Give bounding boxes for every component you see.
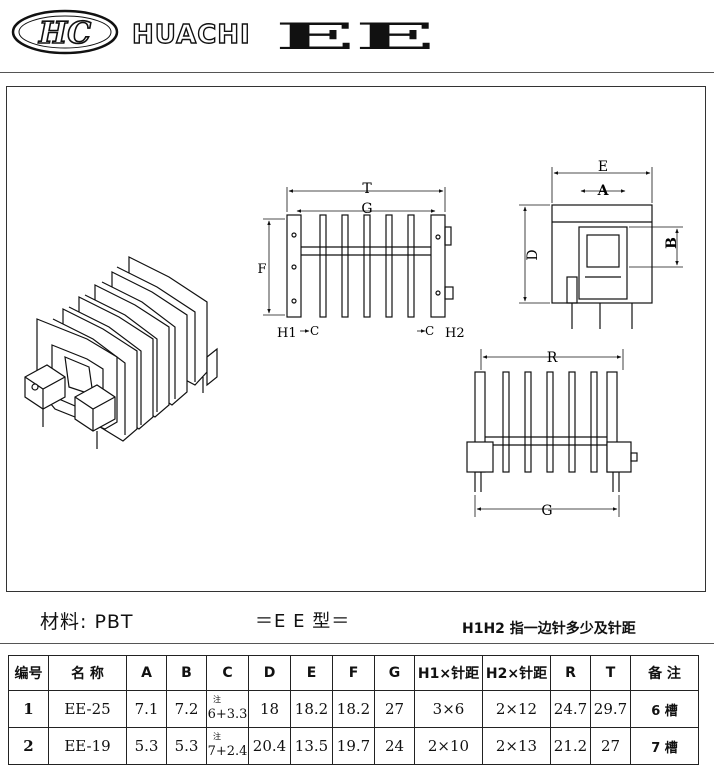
header-rule	[0, 72, 714, 73]
table-header-row: 编号 名 称 A B C D E F G H1×针距 H2×针距 R T 备 注	[8, 655, 699, 691]
cell-name: EE-19	[48, 727, 127, 765]
table-row: 1 EE-25 7.1 7.2 注 6+3.3 18 18.2 18.2 27 3…	[8, 690, 699, 728]
table-row: 2 EE-19 5.3 5.3 注 7+2.4 20.4 13.5 19.7 24…	[8, 727, 699, 765]
dim-d-label: D	[525, 249, 541, 260]
cell-e: 13.5	[290, 727, 333, 765]
dim-h1-label: H1	[277, 326, 297, 341]
dim-t-label: T	[362, 181, 372, 197]
cell-c: 注 7+2.4	[206, 727, 249, 765]
front-view	[519, 167, 683, 329]
table-header: C	[206, 655, 249, 691]
table-header: 编号	[8, 655, 49, 691]
bottom-view-ribs	[502, 371, 598, 473]
table-header: R	[550, 655, 591, 691]
dim-f-label: F	[257, 262, 266, 277]
info-rule	[0, 643, 714, 644]
cell-h2: 2×13	[482, 727, 551, 765]
cell-b: 5.3	[166, 727, 207, 765]
cell-t: 27	[590, 727, 631, 765]
brand-name-text: HUACHI	[132, 20, 251, 50]
cell-e: 18.2	[290, 690, 333, 728]
table-header: E	[290, 655, 333, 691]
cell-c-note: 注	[213, 695, 221, 704]
spec-table: 编号 名 称 A B C D E F G H1×针距 H2×针距 R T 备 注…	[8, 655, 699, 765]
material-label: 材料: PBT	[40, 611, 134, 633]
cell-c-value: 6+3.3	[207, 707, 248, 722]
cell-a: 7.1	[126, 690, 167, 728]
cell-h2: 2×12	[482, 690, 551, 728]
cell-d: 20.4	[248, 727, 291, 765]
table-header: 备 注	[630, 655, 699, 691]
table-header: D	[248, 655, 291, 691]
cell-a: 5.3	[126, 727, 167, 765]
cell-h1: 3×6	[414, 690, 483, 728]
table-header: H2×针距	[482, 655, 551, 691]
cell-remark: 7 槽	[630, 727, 699, 765]
cell-f: 19.7	[332, 727, 375, 765]
dim-r-label: R	[547, 350, 558, 366]
hc-logo: HC	[11, 9, 119, 55]
cell-g: 24	[374, 727, 415, 765]
dim-g-label: G	[361, 201, 372, 217]
dim-g-bottom-label: G	[541, 503, 552, 519]
dim-a-label: A	[597, 183, 610, 199]
cell-no: 1	[8, 690, 49, 728]
drawing-frame: T G F H1 C C H2 E A D B	[6, 86, 706, 592]
cell-no: 2	[8, 727, 49, 765]
cell-t: 29.7	[590, 690, 631, 728]
dim-b-label: B	[664, 237, 680, 249]
table-header: T	[590, 655, 631, 691]
cell-g: 27	[374, 690, 415, 728]
cell-name: EE-25	[48, 690, 127, 728]
cell-remark: 6 槽	[630, 690, 699, 728]
bottom-view	[466, 349, 638, 517]
iso-back-pins	[202, 347, 218, 393]
table-header: H1×针距	[414, 655, 483, 691]
table-header: B	[166, 655, 207, 691]
dim-c-right-label: C	[425, 324, 434, 338]
dim-h2-label: H2	[445, 326, 465, 341]
logo-text: HC	[38, 16, 91, 51]
cell-f: 18.2	[332, 690, 375, 728]
table-header: A	[126, 655, 167, 691]
table-header: G	[374, 655, 415, 691]
series-title: EE	[275, 22, 435, 52]
cell-h1: 2×10	[414, 727, 483, 765]
table-header: F	[332, 655, 375, 691]
dim-e-label: E	[598, 159, 608, 175]
side-view	[263, 187, 454, 333]
dim-c-left-label: C	[310, 324, 319, 338]
cell-r: 24.7	[550, 690, 591, 728]
cell-b: 7.2	[166, 690, 207, 728]
cell-c: 注 6+3.3	[206, 690, 249, 728]
series-title-text: EE	[275, 22, 435, 52]
iso-pin-block-left	[24, 364, 66, 427]
table-header: 名 称	[48, 655, 127, 691]
technical-drawing: T G F H1 C C H2 E A D B	[24, 159, 683, 519]
type-label: ＝E E 型＝	[255, 611, 351, 632]
side-view-ribs	[319, 214, 415, 318]
isometric-bobbin-view	[24, 256, 218, 449]
cell-d: 18	[248, 690, 291, 728]
pin-note: H1H2 指一边针多少及针距	[462, 621, 636, 637]
brand-name: HUACHI	[131, 19, 251, 50]
cell-c-value: 7+2.4	[207, 744, 248, 759]
cell-c-note: 注	[213, 732, 221, 741]
cell-r: 21.2	[550, 727, 591, 765]
iso-pin-block-right	[74, 384, 116, 449]
